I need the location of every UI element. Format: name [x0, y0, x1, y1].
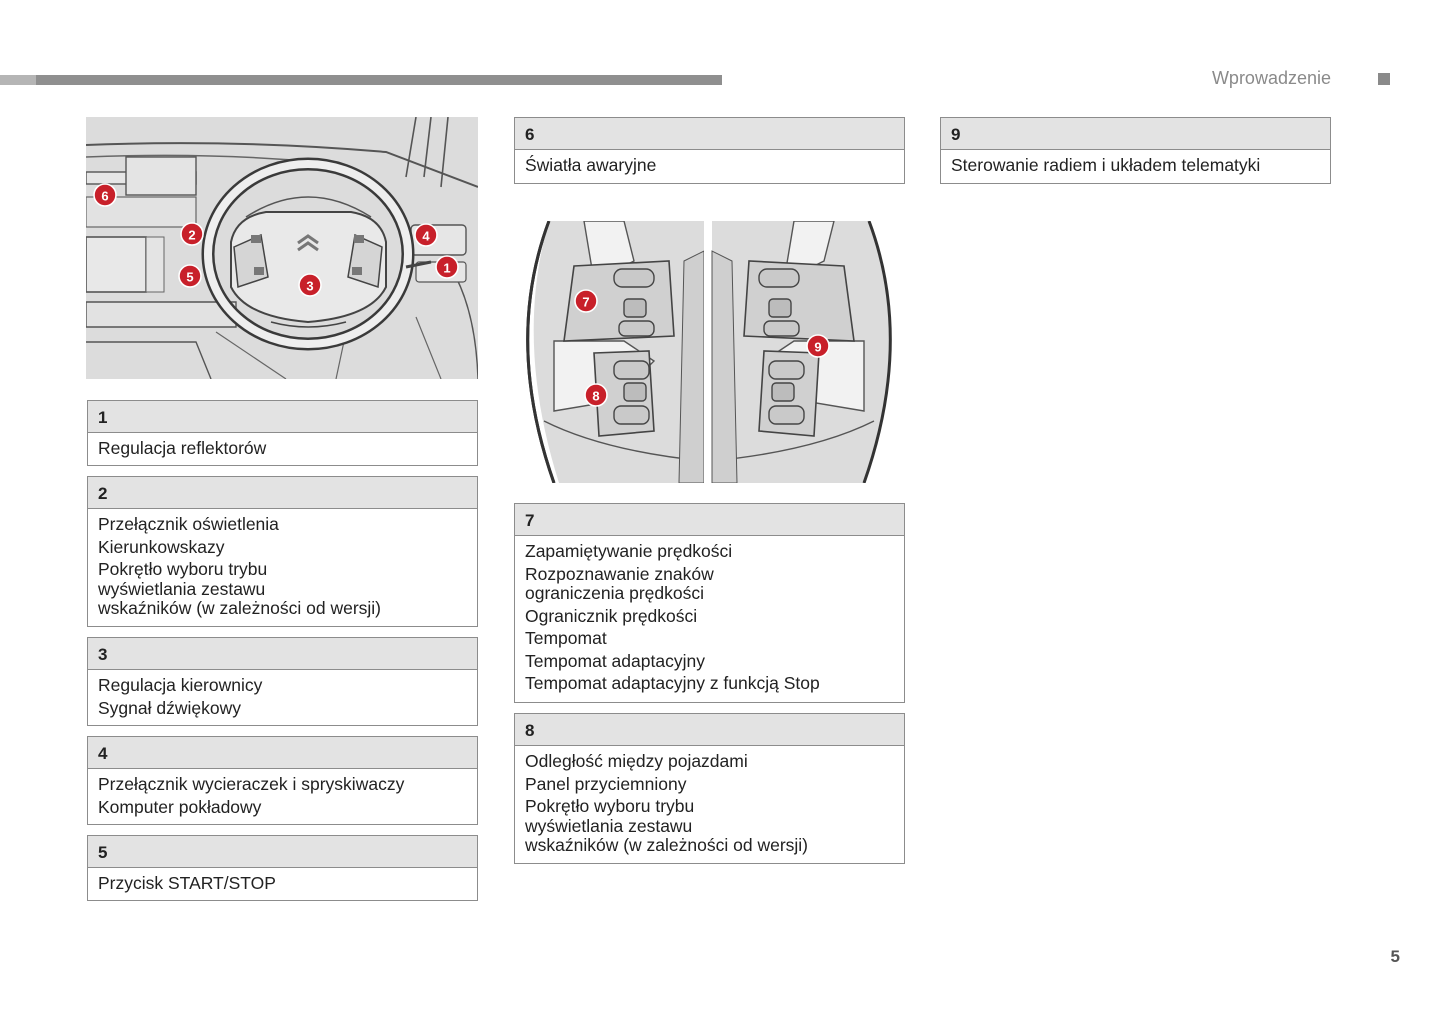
- marker-2: 2: [180, 222, 204, 246]
- box-line: Tempomat adaptacyjny: [525, 650, 705, 671]
- marker-9: 9: [806, 334, 830, 358]
- box-line: Sterowanie radiem i układem telematyki: [951, 155, 1261, 175]
- info-box-1: 1 Regulacja reflektorów: [87, 400, 478, 466]
- box-line: Komputer pokładowy: [98, 796, 262, 817]
- info-box-2: 2 Przełącznik oświetlenia Kierunkowskazy…: [87, 476, 478, 627]
- box-line: Odległość między pojazdami: [525, 751, 748, 771]
- box-number: 5: [88, 836, 477, 868]
- svg-text:7: 7: [582, 295, 589, 310]
- svg-text:2: 2: [188, 228, 195, 243]
- box-line: Tempomat: [525, 628, 607, 648]
- box-line: Ogranicznik prędkości: [525, 605, 698, 626]
- info-box-4: 4 Przełącznik wycieraczek i spryskiwaczy…: [87, 736, 478, 825]
- box-line: Pokrętło wyboru trybu wyświetlania zesta…: [98, 559, 381, 618]
- marker-5: 5: [178, 264, 202, 288]
- svg-text:1: 1: [443, 261, 450, 276]
- citroen-logo-icon: [297, 234, 319, 252]
- box-line: Kierunkowskazy: [98, 536, 225, 557]
- marker-3: 3: [298, 273, 322, 297]
- box-line: Pokrętło wyboru trybu wyświetlania zesta…: [525, 796, 808, 855]
- marker-8: 8: [584, 383, 608, 407]
- svg-text:8: 8: [592, 389, 599, 404]
- svg-text:3: 3: [306, 279, 313, 294]
- section-title: Wprowadzenie: [1211, 68, 1331, 88]
- info-box-5: 5 Przycisk START/STOP: [87, 835, 478, 901]
- box-number: 9: [941, 118, 1330, 150]
- box-number: 2: [88, 477, 477, 509]
- marker-7: 7: [574, 289, 598, 313]
- box-line: Regulacja kierownicy: [98, 675, 263, 695]
- box-line: Przycisk START/STOP: [98, 873, 276, 893]
- svg-text:9: 9: [814, 340, 821, 355]
- info-box-3: 3 Regulacja kierownicy Sygnał dźwiękowy: [87, 637, 478, 726]
- section-square-icon: [1378, 73, 1390, 85]
- box-line: Panel przyciemniony: [525, 773, 687, 794]
- marker-4: 4: [414, 223, 438, 247]
- box-line: Przełącznik wycieraczek i spryskiwaczy: [98, 774, 405, 794]
- box-line: Sygnał dźwiękowy: [98, 697, 241, 718]
- box-number: 3: [88, 638, 477, 670]
- box-number: 7: [515, 504, 904, 536]
- dashboard-illustration: 1 2 3 4 5 6: [86, 117, 478, 379]
- info-box-9: 9 Sterowanie radiem i układem telematyki: [940, 117, 1331, 184]
- marker-1: 1: [435, 255, 459, 279]
- info-box-7: 7 Zapamiętywanie prędkości Rozpoznawanie…: [514, 503, 905, 703]
- box-number: 8: [515, 714, 904, 746]
- page-number: 5: [1390, 947, 1400, 966]
- steering-controls-illustration: 7 8 9: [514, 221, 904, 483]
- box-line: Rozpoznawanie znaków ograniczenia prędko…: [525, 563, 714, 603]
- marker-6: 6: [93, 183, 117, 207]
- box-line: Przełącznik oświetlenia: [98, 514, 279, 534]
- box-line: Zapamiętywanie prędkości: [525, 541, 733, 561]
- header-rule: [0, 75, 722, 85]
- info-box-8: 8 Odległość między pojazdami Panel przyc…: [514, 713, 905, 864]
- box-line: Tempomat adaptacyjny z funkcją Stop: [525, 673, 820, 693]
- box-line: Światła awaryjne: [525, 155, 657, 175]
- svg-text:6: 6: [101, 189, 108, 204]
- box-line: Regulacja reflektorów: [98, 438, 267, 458]
- box-number: 4: [88, 737, 477, 769]
- info-box-6: 6 Światła awaryjne: [514, 117, 905, 184]
- svg-text:5: 5: [186, 270, 193, 285]
- box-number: 1: [88, 401, 477, 433]
- svg-text:4: 4: [422, 229, 430, 244]
- box-number: 6: [515, 118, 904, 150]
